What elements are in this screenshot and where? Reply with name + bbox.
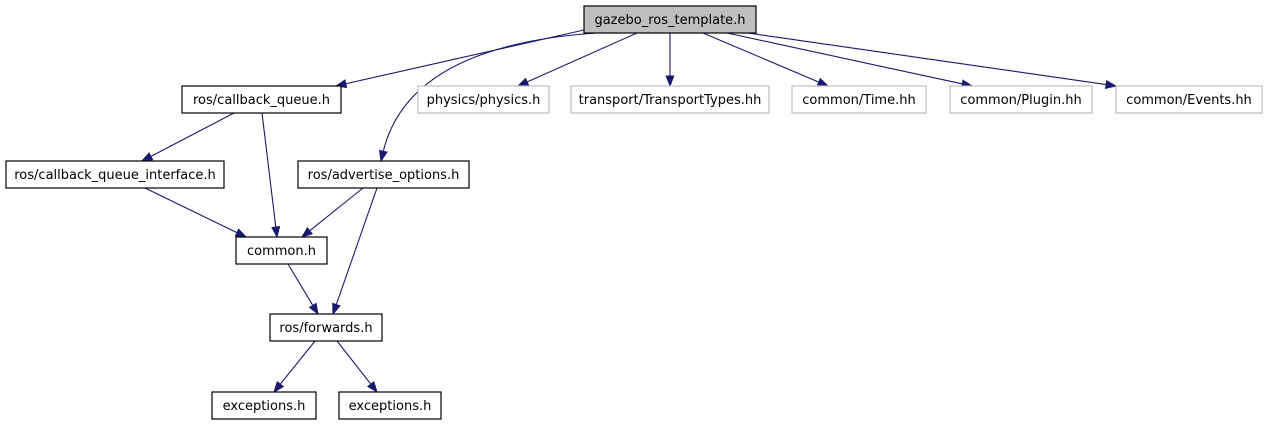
node-label: transport/TransportTypes.hh (579, 93, 762, 108)
node-ros-callback-queue-interface-h[interactable]: ros/callback_queue_interface.h (5, 160, 225, 189)
arrow-head-icon (273, 380, 285, 394)
node-label: ros/advertise_options.h (308, 168, 460, 183)
node-common-h[interactable]: common.h (235, 236, 328, 265)
node-transport-transporttypes-hh: transport/TransportTypes.hh (570, 85, 770, 114)
edge-line (336, 340, 372, 386)
edges-layer (140, 29, 1118, 394)
node-box (5, 160, 225, 189)
arrow-head-icon (271, 226, 281, 239)
node-exceptions-h[interactable]: exceptions.h (211, 391, 317, 420)
node-box (949, 85, 1093, 114)
node-label: gazebo_ros_template.h (594, 13, 745, 28)
edge-ros-forwards-h-to-exceptions-h (336, 340, 378, 394)
node-box (235, 236, 328, 265)
node-common-plugin-hh: common/Plugin.hh (949, 85, 1093, 114)
node-box (570, 85, 770, 114)
edge-line (702, 32, 820, 83)
arrow-head-icon (234, 228, 248, 238)
edge-line (525, 32, 638, 83)
node-box (791, 85, 927, 114)
arrow-head-icon (378, 149, 388, 163)
node-physics-physics-h: physics/physics.h (417, 85, 550, 114)
node-label: exceptions.h (223, 399, 306, 414)
node-box (269, 313, 383, 342)
node-ros-advertise-options-h[interactable]: ros/advertise_options.h (297, 160, 470, 189)
edge-line (287, 263, 314, 307)
node-label: common/Time.hh (802, 93, 915, 108)
node-label: physics/physics.h (427, 93, 541, 108)
edge-gazebo-ros-template-h-to-common-events-hh (747, 32, 1118, 89)
node-box (297, 160, 470, 189)
node-label: ros/callback_queue.h (193, 93, 330, 108)
node-label: common.h (247, 244, 316, 259)
node-gazebo-ros-template-h[interactable]: gazebo_ros_template.h (583, 5, 757, 34)
arrow-head-icon (1104, 80, 1118, 89)
node-exceptions-h[interactable]: exceptions.h (338, 391, 442, 420)
edge-gazebo-ros-template-h-to-transport-transporttypes-hh (665, 33, 675, 88)
edge-gazebo-ros-template-h-to-ros-advertise-options-h (378, 32, 597, 163)
edge-ros-callback-queue-interface-h-to-common-h (144, 187, 248, 238)
node-ros-callback-queue-h[interactable]: ros/callback_queue.h (181, 85, 342, 114)
node-label: ros/callback_queue_interface.h (14, 168, 215, 183)
arrow-head-icon (308, 302, 319, 316)
edge-common-h-to-ros-forwards-h (287, 263, 319, 316)
edge-ros-advertise-options-h-to-common-h (300, 187, 364, 238)
node-box (583, 5, 757, 34)
node-common-time-hh: common/Time.hh (791, 85, 927, 114)
node-box (417, 85, 550, 114)
arrow-head-icon (366, 380, 378, 394)
edge-line (149, 112, 235, 158)
arrow-head-icon (300, 226, 314, 238)
edge-ros-advertise-options-h-to-ros-forwards-h (332, 187, 378, 316)
node-label: exceptions.h (349, 399, 432, 414)
node-box (338, 391, 442, 420)
arrow-head-icon (816, 77, 830, 87)
arrow-head-icon (516, 77, 530, 87)
edge-line (261, 112, 277, 229)
edge-ros-forwards-h-to-exceptions-h (273, 340, 316, 394)
node-ros-forwards-h[interactable]: ros/forwards.h (269, 313, 383, 342)
edge-ros-callback-queue-h-to-common-h (261, 112, 281, 239)
node-box (1115, 85, 1263, 114)
edge-line (382, 32, 597, 153)
edge-line (747, 32, 1108, 86)
arrow-head-icon (140, 152, 154, 162)
node-label: common/Events.hh (1126, 93, 1252, 108)
node-common-events-hh: common/Events.hh (1115, 85, 1263, 114)
node-label: ros/forwards.h (279, 321, 372, 336)
edge-line (279, 340, 316, 386)
arrow-head-icon (332, 302, 341, 316)
edge-line (308, 187, 364, 232)
node-box (181, 85, 342, 114)
node-box (211, 391, 317, 420)
edge-line (335, 187, 378, 306)
edge-ros-callback-queue-h-to-ros-callback-queue-interface-h (140, 112, 235, 162)
edge-line (144, 187, 239, 234)
nodes-layer: gazebo_ros_template.h ros/callback_queue.… (5, 5, 1263, 420)
arrow-head-icon (665, 75, 675, 88)
node-label: common/Plugin.hh (960, 93, 1081, 108)
edge-line (726, 32, 964, 85)
